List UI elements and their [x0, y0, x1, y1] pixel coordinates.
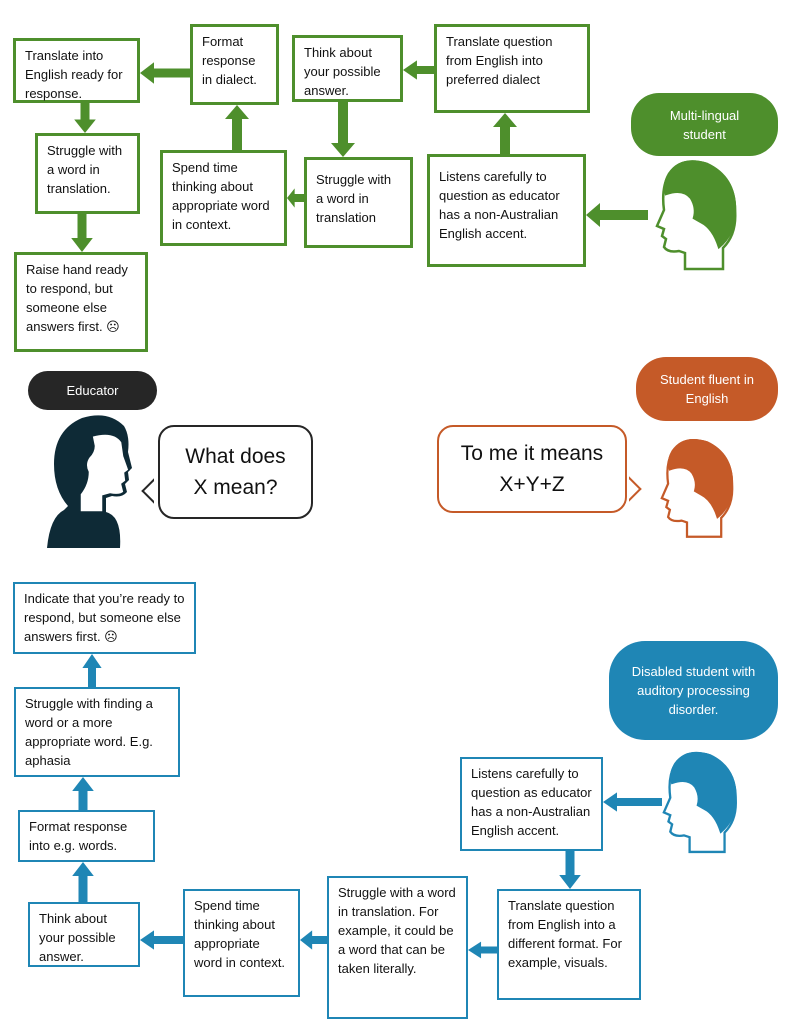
step-raise-hand: Raise hand ready to respond, but someone… [14, 252, 148, 352]
fluent-speech-bubble: To me it means X+Y+Z [437, 425, 627, 513]
d-step-struggle-word: Struggle with a word in translation. For… [327, 876, 468, 1019]
flow-arrow [300, 930, 327, 950]
disabled-student-head-icon [662, 752, 737, 854]
student-head-icon [655, 160, 737, 271]
d-step-struggle-finding-word: Struggle with finding a word or a more a… [14, 687, 180, 777]
flow-arrow [468, 941, 497, 959]
flow-arrow [586, 203, 648, 227]
multilingual-student-label: Multi-lingual student [631, 93, 778, 156]
d-step-translate-format: Translate question from English into a d… [497, 889, 641, 1000]
flow-arrow [225, 105, 249, 150]
flow-arrow [82, 654, 102, 687]
educator-head-icon [47, 415, 132, 548]
step-struggle-word-2: Struggle with a word in translation [304, 157, 413, 248]
flow-arrow [287, 188, 304, 208]
flow-arrow [140, 930, 183, 950]
flow-arrow [140, 62, 190, 84]
educator-speech-bubble: What does X mean? [158, 425, 313, 519]
flow-arrow [72, 862, 94, 902]
flow-arrow [559, 851, 581, 889]
fluent-student-label: Student fluent in English [636, 357, 778, 421]
d-step-spend-time: Spend time thinking about appropriate wo… [183, 889, 300, 997]
fluent-student-head-icon [660, 439, 734, 538]
flow-arrow [71, 214, 93, 252]
flow-arrow [72, 777, 94, 810]
step-format-dialect: Format response in dialect. [190, 24, 279, 105]
step-struggle-word: Struggle with a word in translation. [35, 133, 140, 214]
step-think-answer: Think about your possible answer. [292, 35, 403, 102]
d-step-think-answer: Think about your possible answer. [28, 902, 140, 967]
step-translate-question: Translate question from English into pre… [434, 24, 590, 113]
d-step-format-response: Format response into e.g. words. [18, 810, 155, 862]
d-step-listens: Listens carefully to question as educato… [460, 757, 603, 851]
step-spend-time: Spend time thinking about appropriate wo… [160, 150, 287, 246]
flow-arrow [603, 792, 662, 812]
step-translate-into-english: Translate into English ready for respons… [13, 38, 140, 103]
flow-arrow [403, 60, 434, 80]
flow-arrow [74, 103, 96, 133]
educator-label: Educator [28, 371, 157, 410]
step-listens: Listens carefully to question as educato… [427, 154, 586, 267]
flow-arrow [493, 113, 517, 154]
flow-arrow [331, 102, 355, 157]
disabled-student-label: Disabled student with auditory processin… [609, 641, 778, 740]
d-step-indicate-ready: Indicate that you’re ready to respond, b… [13, 582, 196, 654]
